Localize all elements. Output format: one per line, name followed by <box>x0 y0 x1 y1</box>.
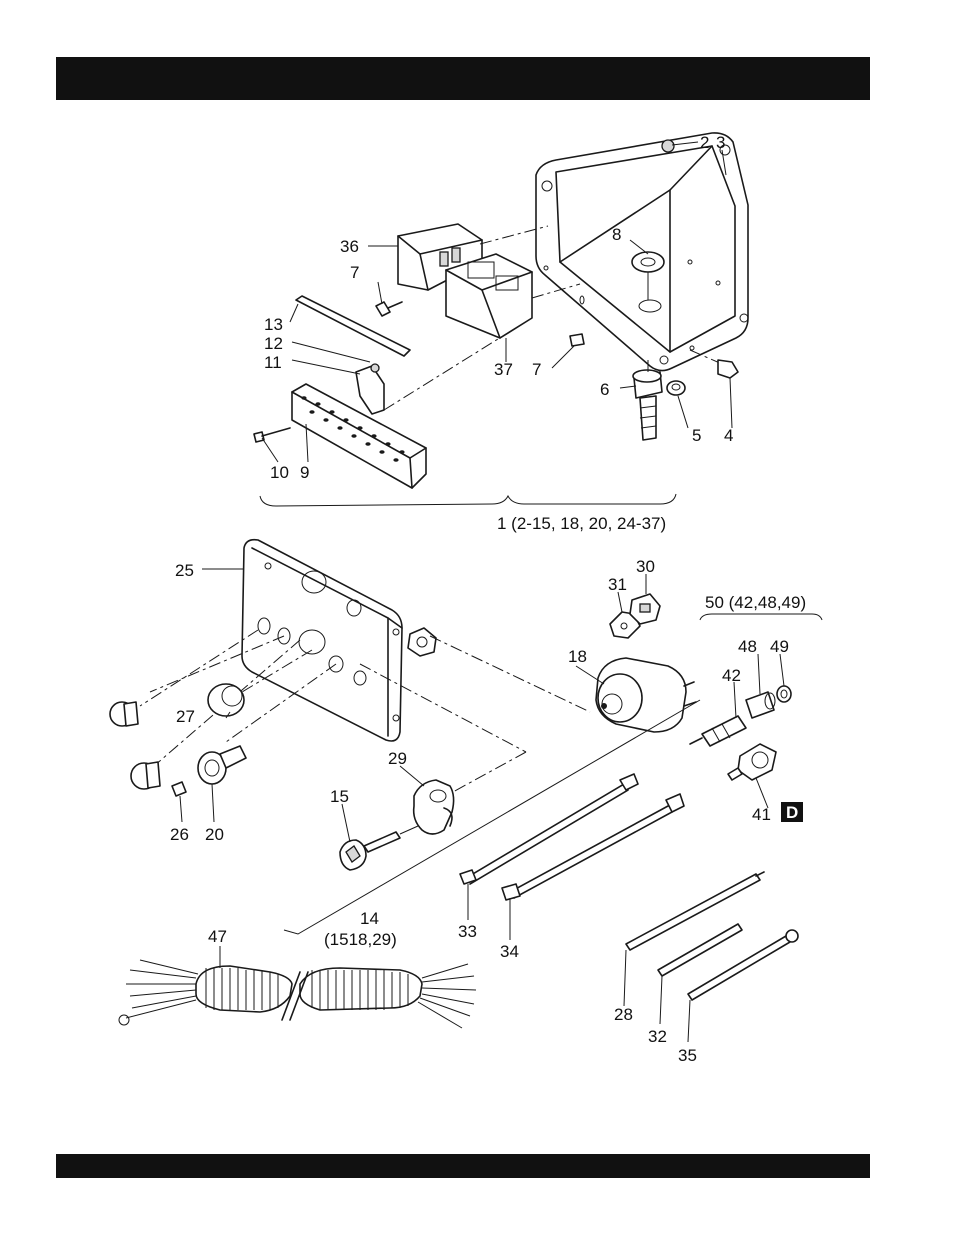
cable-33 <box>460 774 638 884</box>
label-28: 28 <box>614 1005 633 1024</box>
adapter-48 <box>746 692 775 718</box>
washer-49 <box>777 686 791 702</box>
label-37: 37 <box>494 360 513 379</box>
screw-10 <box>254 428 290 442</box>
lamp-26 <box>172 782 186 796</box>
nut-2 <box>662 140 674 152</box>
label-10: 10 <box>270 463 289 482</box>
label-42: 42 <box>722 666 741 685</box>
label-7b: 7 <box>532 360 541 379</box>
badge-d-text: D <box>786 803 798 822</box>
label-group-50: 50 (42,48,49) <box>705 593 806 612</box>
label-4: 4 <box>724 426 733 445</box>
label-14: 14 <box>360 909 379 928</box>
badge-d: D <box>781 802 803 822</box>
label-5: 5 <box>692 426 701 445</box>
label-15: 15 <box>330 787 349 806</box>
ignition-switch-18 <box>596 658 696 732</box>
panel-nut <box>408 628 436 656</box>
group-1-bracket <box>260 494 676 506</box>
relay-37 <box>446 254 532 338</box>
label-8: 8 <box>612 225 621 244</box>
label-13: 13 <box>264 315 283 334</box>
label-34: 34 <box>500 942 519 961</box>
label-32: 32 <box>648 1027 667 1046</box>
label-2: 2 <box>700 133 709 152</box>
plug-left-top <box>110 702 138 726</box>
connector-30 <box>630 594 660 624</box>
label-49: 49 <box>770 637 789 656</box>
cable-fitting-6 <box>633 360 662 440</box>
label-35: 35 <box>678 1046 697 1065</box>
label-41: 41 <box>752 805 771 824</box>
label-3: 3 <box>716 133 725 152</box>
pilot-lamp-20 <box>198 746 246 784</box>
terminal-block-9 <box>292 384 426 488</box>
screw-7a <box>376 302 402 316</box>
label-36: 36 <box>340 237 359 256</box>
label-14-sub: (1518,29) <box>324 930 397 949</box>
label-30: 30 <box>636 557 655 576</box>
key-15 <box>340 826 418 870</box>
label-29: 29 <box>388 749 407 768</box>
label-33: 33 <box>458 922 477 941</box>
rod-28 <box>626 872 764 950</box>
label-12: 12 <box>264 334 283 353</box>
label-27: 27 <box>176 707 195 726</box>
label-6: 6 <box>600 380 609 399</box>
label-20: 20 <box>205 825 224 844</box>
bracket-11 <box>356 366 384 414</box>
ring-nut-5 <box>667 381 685 395</box>
label-7a: 7 <box>350 263 359 282</box>
rod-32 <box>658 924 742 976</box>
front-panel-25 <box>242 540 402 741</box>
label-11: 11 <box>264 353 282 372</box>
oil-switch-41 <box>728 744 776 780</box>
label-31: 31 <box>608 575 627 594</box>
switch-cover-29 <box>414 780 454 834</box>
label-25: 25 <box>175 561 194 580</box>
group-50-bracket <box>700 614 822 620</box>
harness-14-line <box>284 700 700 934</box>
label-18: 18 <box>568 647 587 666</box>
screw-7b <box>570 334 584 346</box>
label-48: 48 <box>738 637 757 656</box>
plug-left-bottom <box>131 762 160 789</box>
wire-harness-47 <box>119 960 476 1028</box>
plug-27 <box>208 684 244 716</box>
sender-42 <box>690 716 746 746</box>
label-47: 47 <box>208 927 227 946</box>
label-26: 26 <box>170 825 189 844</box>
nut-12 <box>371 364 379 372</box>
label-9: 9 <box>300 463 309 482</box>
rod-35 <box>688 930 798 1000</box>
control-box-housing <box>536 133 748 371</box>
label-group-1: 1 (2-15, 18, 20, 24-37) <box>497 514 666 533</box>
